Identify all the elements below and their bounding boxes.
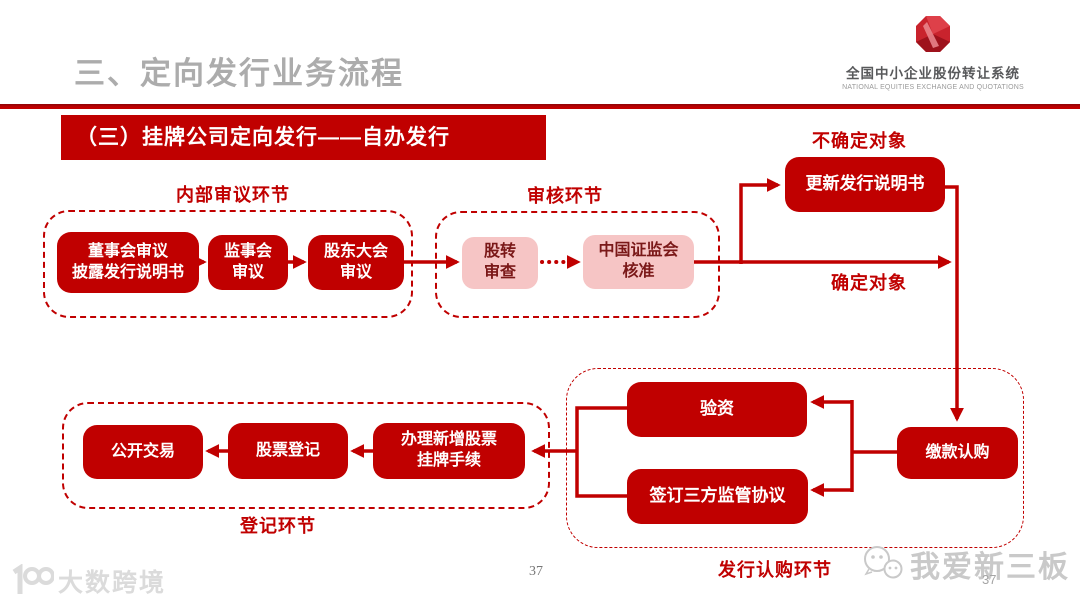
box-listing-procedures: 办理新增股票 挂牌手续 bbox=[373, 423, 525, 479]
group-registration bbox=[62, 402, 550, 509]
box-tripartite-agreement: 签订三方监管协议 bbox=[627, 469, 808, 524]
watermark-bottom-left: 大数跨境 bbox=[8, 563, 166, 599]
box-csrc-approval: 中国证监会 核准 bbox=[583, 235, 694, 289]
dashu-logo-icon bbox=[12, 564, 54, 594]
label-determined-targets: 确定对象 bbox=[831, 273, 907, 293]
box-board-review: 董事会审议 披露发行说明书 bbox=[57, 232, 199, 293]
box-capital-verification: 验资 bbox=[627, 382, 807, 437]
neeq-logo-name-en: NATIONAL EQUITIES EXCHANGE AND QUOTATION… bbox=[842, 84, 1024, 91]
label-examination-stage: 审核环节 bbox=[527, 186, 603, 206]
group-subscription bbox=[566, 368, 1024, 548]
label-undetermined-targets: 不确定对象 bbox=[812, 131, 907, 151]
page-title: 三、定向发行业务流程 bbox=[74, 56, 404, 91]
neeq-logo: 全国中小企业股份转让系统 NATIONAL EQUITIES EXCHANGE … bbox=[838, 14, 1028, 91]
neeq-logo-name-cn: 全国中小企业股份转让系统 bbox=[846, 66, 1020, 81]
watermark-left-text: 大数跨境 bbox=[58, 569, 167, 597]
label-subscription-stage: 发行认购环节 bbox=[718, 560, 832, 580]
section-banner: （三）挂牌公司定向发行——自办发行 bbox=[61, 115, 546, 160]
wechat-icon bbox=[864, 546, 903, 579]
box-payment-subscription: 缴款认购 bbox=[897, 427, 1018, 479]
neeq-logo-icon bbox=[916, 16, 950, 52]
connector-branch-to-update-prospectus bbox=[739, 178, 781, 264]
label-internal-review-stage: 内部审议环节 bbox=[176, 185, 290, 205]
watermark-bottom-right: 我爱新三板 bbox=[860, 542, 1070, 586]
box-shareholders-meeting: 股东大会 审议 bbox=[308, 235, 404, 290]
group-examination bbox=[435, 211, 720, 318]
box-supervisory-review: 监事会 审议 bbox=[208, 235, 288, 290]
watermark-right-text: 我爱新三板 bbox=[910, 551, 1070, 584]
header-divider-line bbox=[0, 104, 1080, 109]
page-number: 37 bbox=[529, 564, 543, 579]
box-transfer-review: 股转 审查 bbox=[462, 237, 538, 289]
box-public-trading: 公开交易 bbox=[83, 425, 203, 479]
box-update-prospectus: 更新发行说明书 bbox=[785, 157, 945, 212]
group-internal-review bbox=[43, 210, 413, 318]
box-stock-registration: 股票登记 bbox=[228, 423, 348, 479]
watermark-right-page-number: 37 bbox=[982, 572, 997, 587]
label-registration-stage: 登记环节 bbox=[240, 516, 316, 536]
